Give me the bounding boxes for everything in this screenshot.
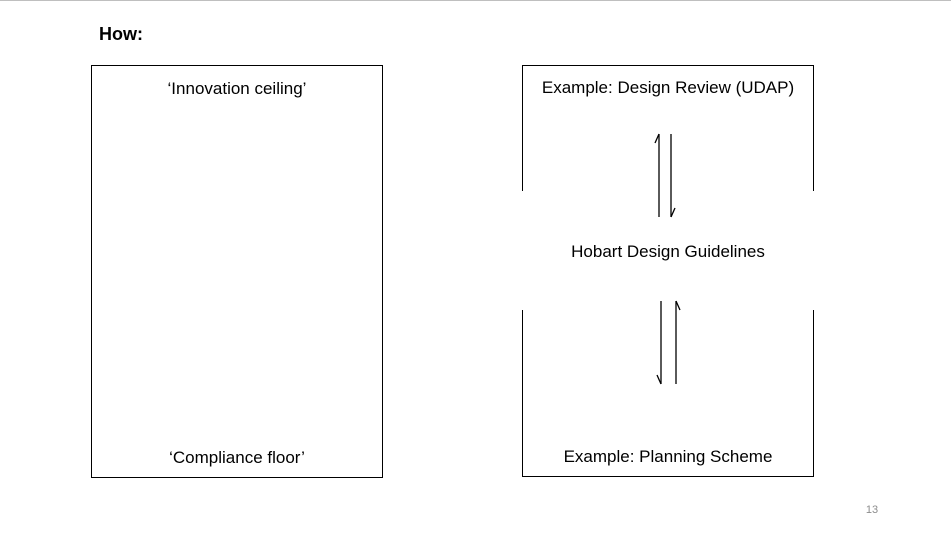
upper-down-arrow	[670, 134, 676, 218]
hobart-guidelines-label: Hobart Design Guidelines	[571, 242, 765, 261]
design-review-label: Example: Design Review (UDAP)	[541, 78, 795, 97]
upper-up-arrow	[654, 133, 660, 217]
lower-up-arrow	[675, 300, 681, 384]
planning-scheme-label: Example: Planning Scheme	[563, 447, 773, 466]
diagram-lines	[522, 65, 814, 477]
top-divider	[0, 0, 951, 1]
design-guidelines-diagram: Example: Design Review (UDAP) Hobart Des…	[522, 65, 814, 478]
slide-title: How:	[99, 24, 143, 44]
page-number: 13	[865, 504, 879, 516]
lower-down-arrow	[656, 301, 662, 385]
compliance-floor-label: ‘Compliance floor’	[169, 448, 305, 467]
innovation-ceiling-label: ‘Innovation ceiling’	[167, 79, 307, 98]
lower-bracket	[522, 310, 814, 477]
innovation-compliance-box: ‘Innovation ceiling’ ‘Compliance floor’	[91, 65, 383, 478]
upper-bracket	[522, 65, 814, 191]
